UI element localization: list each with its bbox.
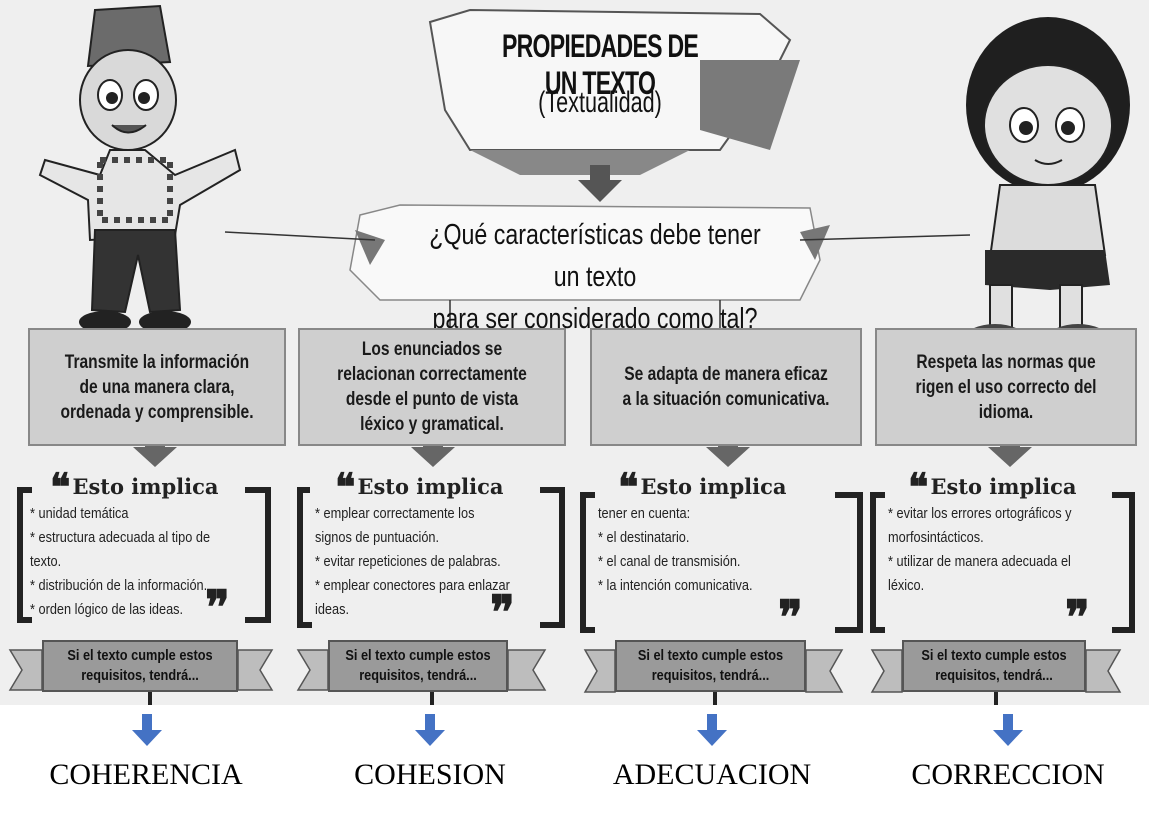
list-item: * evitar repeticiones de palabras.	[315, 553, 501, 570]
page-subtitle: (Textualidad)	[538, 86, 662, 119]
implica-heading: ❝Esto implica	[908, 464, 1077, 509]
list-item: * orden lógico de las ideas.	[30, 601, 184, 618]
down-arrow-icon	[578, 165, 622, 202]
connector-line	[224, 231, 376, 241]
list-item: * el canal de transmisión.	[598, 553, 741, 570]
list-item: * unidad temática	[30, 505, 129, 522]
implica-section-coherencia: ❝Esto implica * unidad temática * estruc…	[30, 464, 270, 630]
result-coherencia: COHERENCIA	[49, 758, 243, 791]
list-item: * emplear correctamente los signos de pu…	[315, 505, 475, 546]
title-banner-shard	[470, 150, 690, 175]
result-adecuacion: ADECUACION	[612, 758, 812, 791]
list-item: * estructura adecuada al tipo de texto.	[30, 529, 211, 570]
list-item: * utilizar de manera adecuada el léxico.	[888, 553, 1071, 594]
central-question: ¿Qué características debe tener un texto…	[419, 214, 771, 340]
schoolboy-illustration	[965, 17, 1130, 352]
implica-heading: ❝Esto implica	[618, 464, 787, 509]
description-box-correccion: Respeta las normas que rigen el uso corr…	[875, 328, 1137, 446]
ribbon-banner: Si el texto cumple estos requisitos, ten…	[902, 640, 1086, 692]
result-cohesion: COHESION	[354, 758, 506, 791]
page-title: PROPIEDADES DE UN TEXTO	[501, 28, 699, 101]
implica-list: * evitar los errores ortográficos y morf…	[888, 502, 1133, 598]
title-banner-shard	[700, 60, 800, 150]
implica-list: tener en cuenta: * el destinatario. * el…	[598, 502, 780, 598]
gray-arrows	[133, 432, 1032, 467]
implica-list: * emplear correctamente los signos de pu…	[315, 502, 545, 622]
ribbon-banner: Si el texto cumple estos requisitos, ten…	[42, 640, 238, 692]
close-quote-icon: ❞	[1065, 590, 1090, 644]
list-item: * el destinatario.	[598, 529, 690, 546]
blue-down-arrow-icon	[993, 714, 1023, 746]
blue-down-arrow-icon	[697, 714, 727, 746]
implica-section-correccion: ❝Esto implica * evitar los errores ortog…	[888, 464, 1128, 630]
scanned-infographic: PROPIEDADES DE UN TEXTO (Textualidad) ¿Q…	[0, 0, 1149, 705]
close-quote-icon: ❞	[205, 580, 230, 634]
implica-heading: ❝Esto implica	[335, 464, 504, 509]
list-item: * la intención comunicativa.	[598, 577, 753, 594]
description-box-adecuacion: Se adapta de manera eficaz a la situació…	[590, 328, 862, 446]
close-quote-icon: ❞	[490, 585, 515, 639]
list-item: * evitar los errores ortográficos y morf…	[888, 505, 1072, 546]
implica-heading: ❝Esto implica	[50, 464, 219, 509]
implica-section-cohesion: ❝Esto implica * emplear correctamente lo…	[315, 464, 555, 630]
description-box-coherencia: Transmite la información de una manera c…	[28, 328, 286, 446]
implica-section-adecuacion: ❝Esto implica tener en cuenta: * el dest…	[598, 464, 838, 630]
implica-list: * unidad temática * estructura adecuada …	[30, 502, 270, 622]
description-box-cohesion: Los enunciados se relacionan correctamen…	[298, 328, 566, 446]
question-banner-shard	[800, 225, 830, 260]
boy-with-fez-illustration	[38, 4, 242, 333]
connector-line	[799, 234, 971, 241]
list-item: tener en cuenta:	[598, 505, 691, 522]
list-item: * distribución de la información.	[30, 577, 208, 594]
ribbon-banner: Si el texto cumple estos requisitos, ten…	[328, 640, 508, 692]
ribbon-stubs	[148, 692, 998, 705]
list-item: * emplear conectores para enlazar ideas.	[315, 577, 510, 618]
question-banner	[349, 204, 821, 301]
blue-down-arrow-icon	[415, 714, 445, 746]
ribbon-ends	[8, 649, 1122, 693]
close-quote-icon: ❞	[778, 590, 803, 644]
ribbon-banner: Si el texto cumple estos requisitos, ten…	[615, 640, 806, 692]
blue-down-arrow-icon	[132, 714, 162, 746]
result-correccion: CORRECCION	[911, 758, 1105, 791]
infographic-decorations	[8, 4, 1135, 705]
question-line-1: ¿Qué características debe tener un texto	[429, 219, 761, 293]
implica-brackets	[17, 487, 1135, 633]
